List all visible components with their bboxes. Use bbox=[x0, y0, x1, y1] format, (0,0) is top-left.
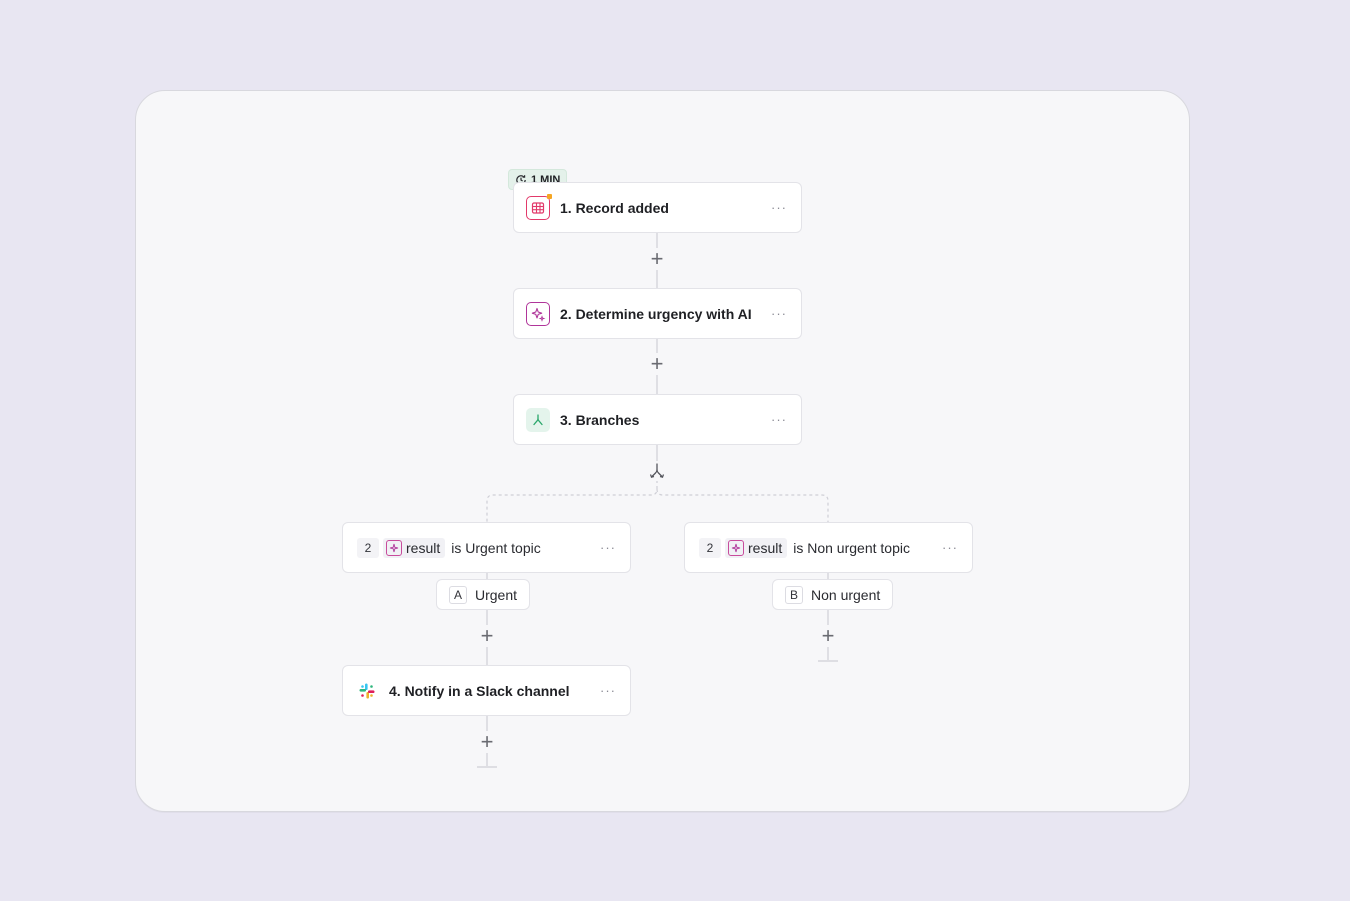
trigger-dot-icon bbox=[546, 194, 552, 199]
more-options-icon[interactable]: ··· bbox=[600, 682, 616, 698]
branch-name: Non urgent bbox=[811, 586, 881, 603]
branch-split-icon bbox=[647, 461, 667, 481]
add-step-plus-icon[interactable]: + bbox=[646, 353, 668, 375]
more-options-icon[interactable]: ··· bbox=[771, 199, 787, 215]
slack-icon bbox=[355, 678, 379, 703]
add-step-plus-icon[interactable]: + bbox=[817, 625, 839, 647]
branch-letter: A bbox=[449, 585, 467, 604]
sparkle-icon bbox=[728, 539, 744, 556]
branch-a-label[interactable]: A Urgent bbox=[436, 579, 531, 610]
field-tag: result bbox=[725, 537, 788, 558]
more-options-icon[interactable]: ··· bbox=[942, 539, 958, 555]
step-title: 2. Determine urgency with AI bbox=[560, 305, 752, 322]
field-name: result bbox=[748, 539, 783, 556]
branch-a-condition[interactable]: 2 result is Urgent topic ··· bbox=[342, 522, 631, 573]
step-title: 3. Branches bbox=[560, 411, 640, 428]
add-step-plus-icon[interactable]: + bbox=[476, 625, 498, 647]
sparkle-icon bbox=[526, 301, 550, 326]
branch-name: Urgent bbox=[475, 586, 518, 603]
step-record-added[interactable]: 1. Record added ··· bbox=[513, 182, 802, 233]
sparkle-icon bbox=[386, 539, 402, 556]
field-tag: result bbox=[383, 537, 446, 558]
add-step-plus-icon[interactable]: + bbox=[476, 731, 498, 753]
branch-letter: B bbox=[785, 585, 803, 604]
branch-b-condition[interactable]: 2 result is Non urgent topic ··· bbox=[684, 522, 973, 573]
step-notify-slack[interactable]: 4. Notify in a Slack channel ··· bbox=[342, 665, 631, 716]
more-options-icon[interactable]: ··· bbox=[600, 539, 616, 555]
more-options-icon[interactable]: ··· bbox=[771, 305, 787, 321]
condition-text: is Non urgent topic bbox=[793, 539, 910, 556]
condition-text: is Urgent topic bbox=[451, 539, 541, 556]
more-options-icon[interactable]: ··· bbox=[771, 411, 787, 427]
step-ref-badge: 2 bbox=[699, 537, 721, 558]
table-icon bbox=[526, 194, 552, 220]
branch-b-label[interactable]: B Non urgent bbox=[772, 579, 894, 610]
step-branches[interactable]: 3. Branches ··· bbox=[513, 394, 802, 445]
step-title: 4. Notify in a Slack channel bbox=[389, 682, 570, 699]
branch-icon bbox=[526, 407, 550, 432]
add-step-plus-icon[interactable]: + bbox=[646, 248, 668, 270]
step-ref-badge: 2 bbox=[357, 537, 379, 558]
field-name: result bbox=[406, 539, 441, 556]
step-title: 1. Record added bbox=[560, 199, 669, 216]
step-determine-urgency[interactable]: 2. Determine urgency with AI ··· bbox=[513, 288, 802, 339]
